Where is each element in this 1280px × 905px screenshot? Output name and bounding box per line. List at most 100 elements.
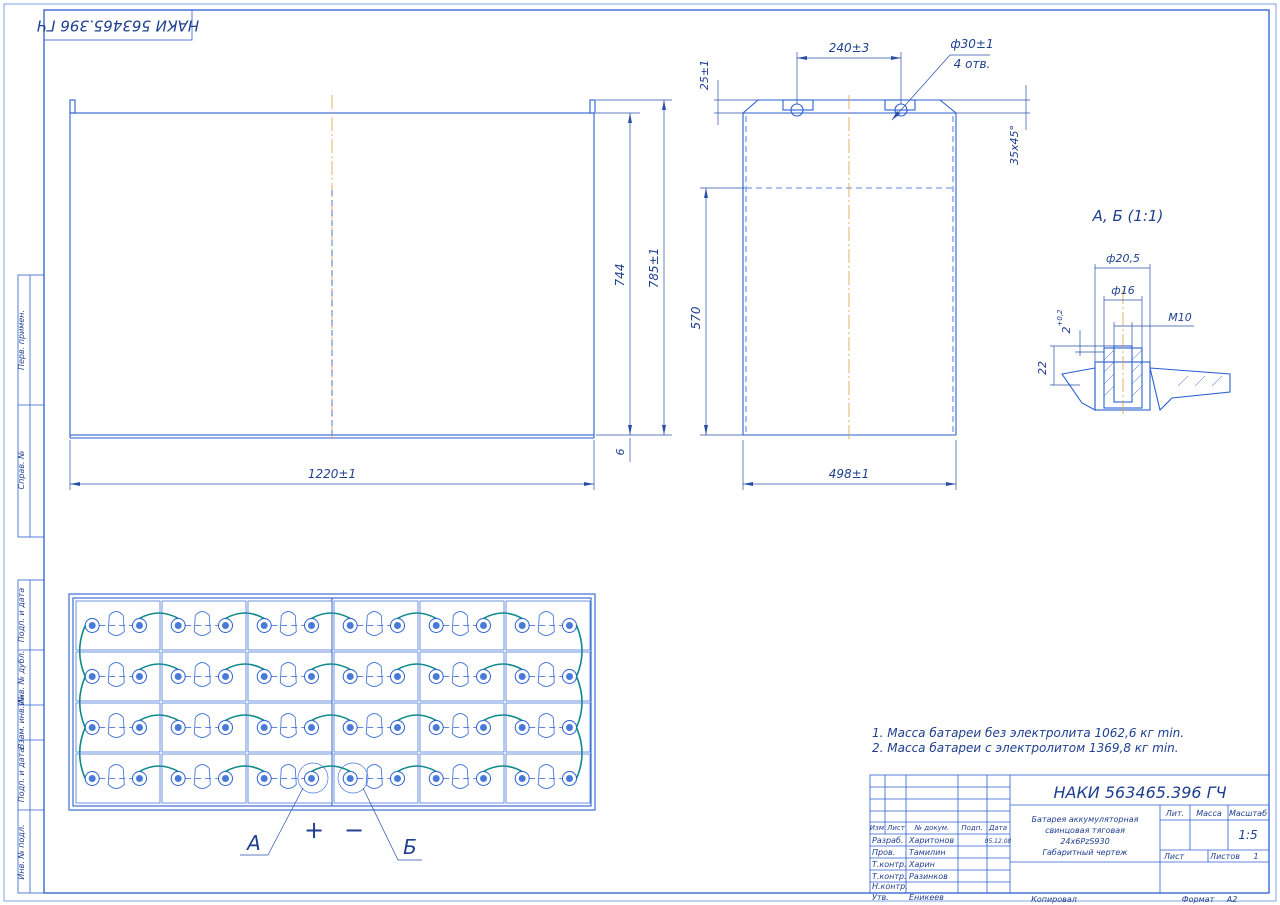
- inter-cell-link: [311, 663, 351, 671]
- name-line-1: Батарея аккумуляторная: [1032, 815, 1139, 824]
- row-link-left: [78, 625, 86, 677]
- vent-plug: [451, 713, 469, 738]
- cell-block: [505, 702, 591, 753]
- role-2: Т.контр.: [872, 860, 907, 869]
- inter-cell-link: [225, 663, 265, 671]
- inter-cell-link: [139, 765, 179, 773]
- terminal-core: [308, 724, 315, 731]
- detail-d1: ф20,5: [1106, 252, 1140, 265]
- notes: 1. Масса батареи без электролита 1062,6 …: [872, 726, 1184, 755]
- vent-plug: [537, 611, 555, 636]
- note-1: 1. Масса батареи без электролита 1062,6 …: [872, 726, 1184, 740]
- terminal-core: [260, 673, 268, 680]
- detail-title: А, Б (1:1): [1092, 207, 1164, 225]
- dim-side-width: 498±1: [829, 467, 870, 481]
- terminal-core: [518, 775, 526, 782]
- inter-cell-link: [397, 612, 437, 620]
- col-sign: Подп.: [961, 824, 982, 832]
- cell-block: [75, 600, 161, 651]
- role-4: Н.контр.: [872, 882, 908, 891]
- terminal-core: [308, 622, 315, 629]
- inter-cell-link: [397, 714, 437, 722]
- person-3: Разинков: [909, 872, 948, 881]
- row-link-right: [575, 625, 583, 677]
- lit-label: Лит.: [1165, 809, 1184, 818]
- vent-plug: [365, 611, 383, 636]
- side-stamps: Перв. примен. Справ. № Подп. и дата Инв.…: [17, 274, 45, 894]
- vent-plug: [193, 662, 211, 687]
- vent-plug: [451, 662, 469, 687]
- dim-front-height-inner: 744: [613, 264, 627, 287]
- mirrored-designation-box: НАКИ 563465.396 ГЧ: [37, 9, 199, 41]
- cell-block: [75, 651, 161, 702]
- terminal-core: [136, 724, 143, 731]
- terminal-core: [88, 775, 96, 782]
- inter-cell-link: [139, 663, 179, 671]
- inter-cell-link: [225, 612, 265, 620]
- detail-height: 22: [1036, 361, 1049, 375]
- col-doc: № докум.: [914, 824, 950, 832]
- vent-plug: [279, 662, 297, 687]
- detail-thread: М10: [1168, 311, 1192, 324]
- terminal-core: [346, 622, 354, 629]
- cell-block: [505, 651, 591, 702]
- terminal-b-ring: [337, 762, 369, 794]
- vent-plug: [537, 764, 555, 789]
- front-view: 1220±1 744 785±1 6: [69, 95, 672, 490]
- col-izm: Изм.: [870, 824, 886, 832]
- dim-side-height: 570: [689, 306, 703, 329]
- terminal-core: [394, 622, 401, 629]
- dim-hole-diameter: ф30±1: [950, 37, 993, 51]
- detail-view: А, Б (1:1) ф20,5 ф16: [1036, 207, 1231, 415]
- cell-block: [247, 753, 333, 804]
- terminal-core: [346, 724, 354, 731]
- sheet-border: [3, 3, 1277, 902]
- terminal-core: [136, 673, 143, 680]
- inter-cell-link: [139, 714, 179, 722]
- dim-top-offset: 25±1: [698, 60, 711, 90]
- terminal-core: [260, 724, 268, 731]
- terminal-core: [222, 724, 229, 731]
- terminal-core: [308, 673, 315, 680]
- terminal-core: [480, 775, 487, 782]
- terminal-core: [174, 775, 182, 782]
- terminal-core: [174, 724, 182, 731]
- terminal-core: [88, 622, 96, 629]
- callout-b: Б: [403, 835, 417, 859]
- vent-plug: [365, 713, 383, 738]
- inter-cell-link: [311, 765, 351, 773]
- row-link-left: [78, 676, 86, 728]
- inter-cell-link: [311, 714, 351, 722]
- terminal-core: [88, 673, 96, 680]
- vent-plug: [193, 713, 211, 738]
- scale-label: Масштаб: [1229, 809, 1267, 818]
- cell-block: [333, 600, 419, 651]
- terminal-core: [260, 775, 268, 782]
- vent-plug: [365, 764, 383, 789]
- polarity-minus: −: [344, 816, 364, 844]
- cell-block: [75, 702, 161, 753]
- vent-plug: [107, 662, 125, 687]
- designation: НАКИ 563465.396 ГЧ: [1053, 783, 1226, 802]
- inter-cell-link: [397, 663, 437, 671]
- inter-cell-link: [483, 663, 523, 671]
- person-1: Тамилин: [909, 848, 946, 857]
- terminal-core: [222, 622, 229, 629]
- row-link-left: [78, 727, 86, 779]
- vent-plug: [451, 764, 469, 789]
- terminal-core: [566, 673, 573, 680]
- inter-cell-link: [483, 612, 523, 620]
- terminal-core: [432, 622, 440, 629]
- inter-cell-link: [483, 765, 523, 773]
- note-2: 2. Масса батареи с электролитом 1369,8 к…: [872, 741, 1179, 755]
- callouts: А Б + −: [240, 787, 422, 861]
- cell-block: [247, 651, 333, 702]
- terminal-core: [394, 775, 401, 782]
- dim-hole-spacing: 240±3: [829, 41, 870, 55]
- terminal-core: [136, 622, 143, 629]
- inter-cell-link: [483, 714, 523, 722]
- terminal-core: [480, 673, 487, 680]
- terminal-core: [346, 673, 354, 680]
- role-0: Разраб.: [872, 836, 903, 845]
- terminal-core: [432, 724, 440, 731]
